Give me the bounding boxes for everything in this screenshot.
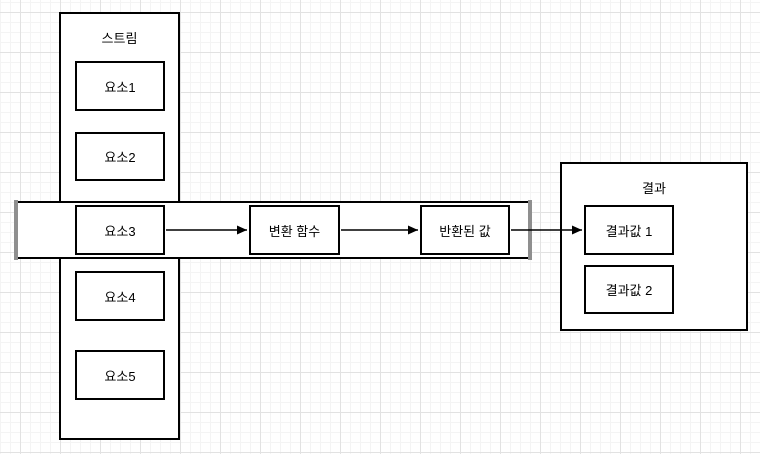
stream-element-5: 요소5 xyxy=(75,350,165,400)
stream-element-1: 요소1 xyxy=(75,61,165,111)
transform-function-node: 변환 함수 xyxy=(249,205,340,255)
stream-element-3: 요소3 xyxy=(75,205,165,255)
pipeline-band-right-edge xyxy=(528,200,532,260)
returned-value-node: 반환된 값 xyxy=(420,205,510,255)
result-value-1: 결과값 1 xyxy=(584,205,674,255)
result-value-2: 결과값 2 xyxy=(584,265,674,314)
stream-element-4: 요소4 xyxy=(75,271,165,321)
result-title: 결과 xyxy=(642,181,666,196)
stream-element-2: 요소2 xyxy=(75,132,165,181)
stream-title: 스트림 xyxy=(101,31,138,46)
pipeline-band-left-edge xyxy=(14,200,18,260)
